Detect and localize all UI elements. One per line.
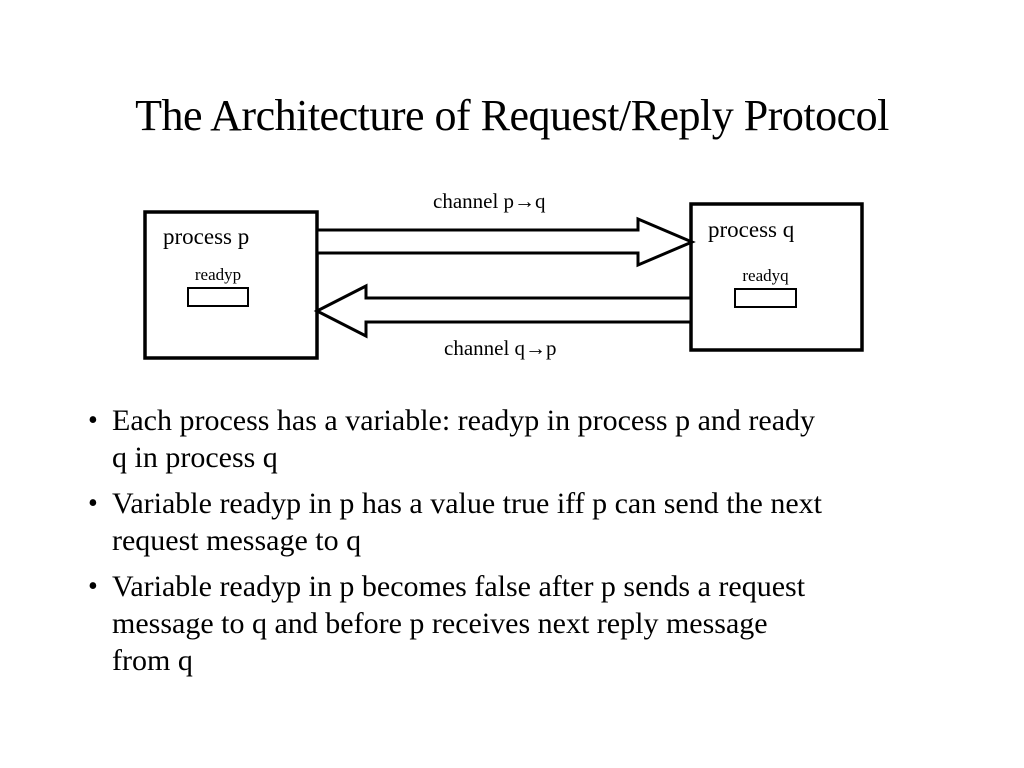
list-item: • Variable readyp in p becomes false aft… — [80, 568, 960, 679]
bullet-text: Each process has a variable: readyp in p… — [112, 404, 816, 474]
channel-pq-label: channel p→q — [433, 189, 546, 213]
bullet-text: Variable readyp in p becomes false after… — [112, 570, 806, 677]
bullet-icon: • — [88, 405, 98, 436]
process-q-title: process q — [708, 217, 795, 242]
bullet-text: Variable readyp in p has a value true if… — [112, 487, 823, 557]
channel-pq-arrow-icon — [315, 216, 696, 268]
readyq-value-box — [734, 288, 797, 308]
channel-qp-arrow-icon — [313, 283, 693, 339]
process-q-box — [689, 202, 864, 352]
process-p-box — [143, 210, 319, 360]
process-p-title: process p — [163, 224, 250, 249]
page-title: The Architecture of Request/Reply Protoc… — [135, 91, 889, 140]
channel-qp-label: channel q→p — [444, 336, 557, 360]
readyq-variable-label: readyq — [742, 266, 789, 285]
readyp-variable-label: readyp — [194, 265, 242, 284]
bullet-list: • Each process has a variable: readyp in… — [80, 402, 960, 688]
list-item: • Each process has a variable: readyp in… — [80, 402, 960, 476]
bullet-icon: • — [88, 571, 98, 602]
readyp-value-box — [187, 287, 249, 307]
list-item: • Variable readyp in p has a value true … — [80, 485, 960, 559]
bullet-icon: • — [88, 488, 98, 519]
